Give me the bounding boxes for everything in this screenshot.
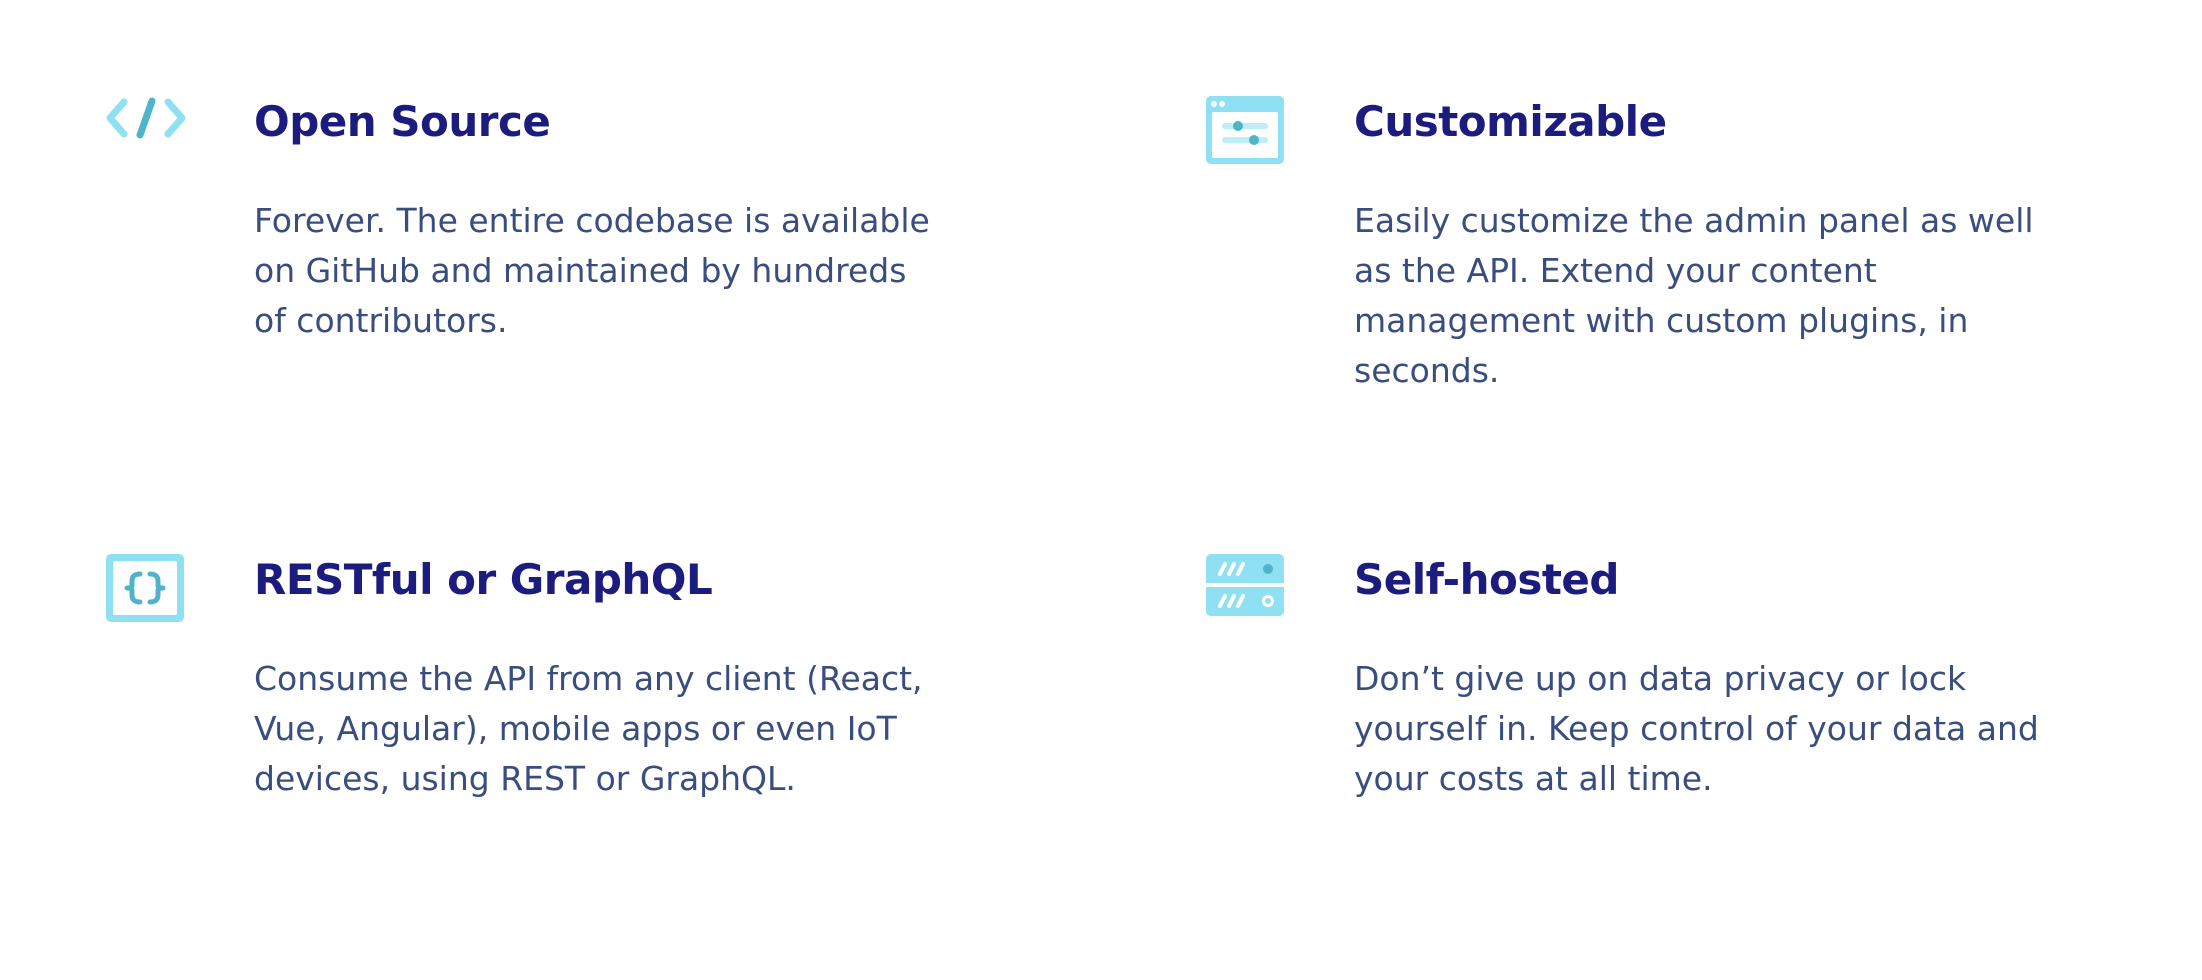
feature-description: Consume the API from any client (React, …: [254, 659, 923, 798]
feature-title: RESTful or GraphQL: [254, 555, 713, 604]
braces-icon: [106, 554, 186, 626]
code-icon: [106, 96, 186, 168]
feature-description: Forever. The entire codebase is availabl…: [254, 201, 930, 340]
settings-panel-icon: [1206, 96, 1286, 168]
feature-description: Don’t give up on data privacy or lock yo…: [1354, 659, 2039, 798]
feature-title: Customizable: [1354, 97, 1667, 146]
feature-title: Open Source: [254, 97, 551, 146]
feature-description: Easily customize the admin panel as well…: [1354, 201, 2034, 390]
feature-title: Self-hosted: [1354, 555, 1619, 604]
server-icon: [1206, 554, 1286, 626]
